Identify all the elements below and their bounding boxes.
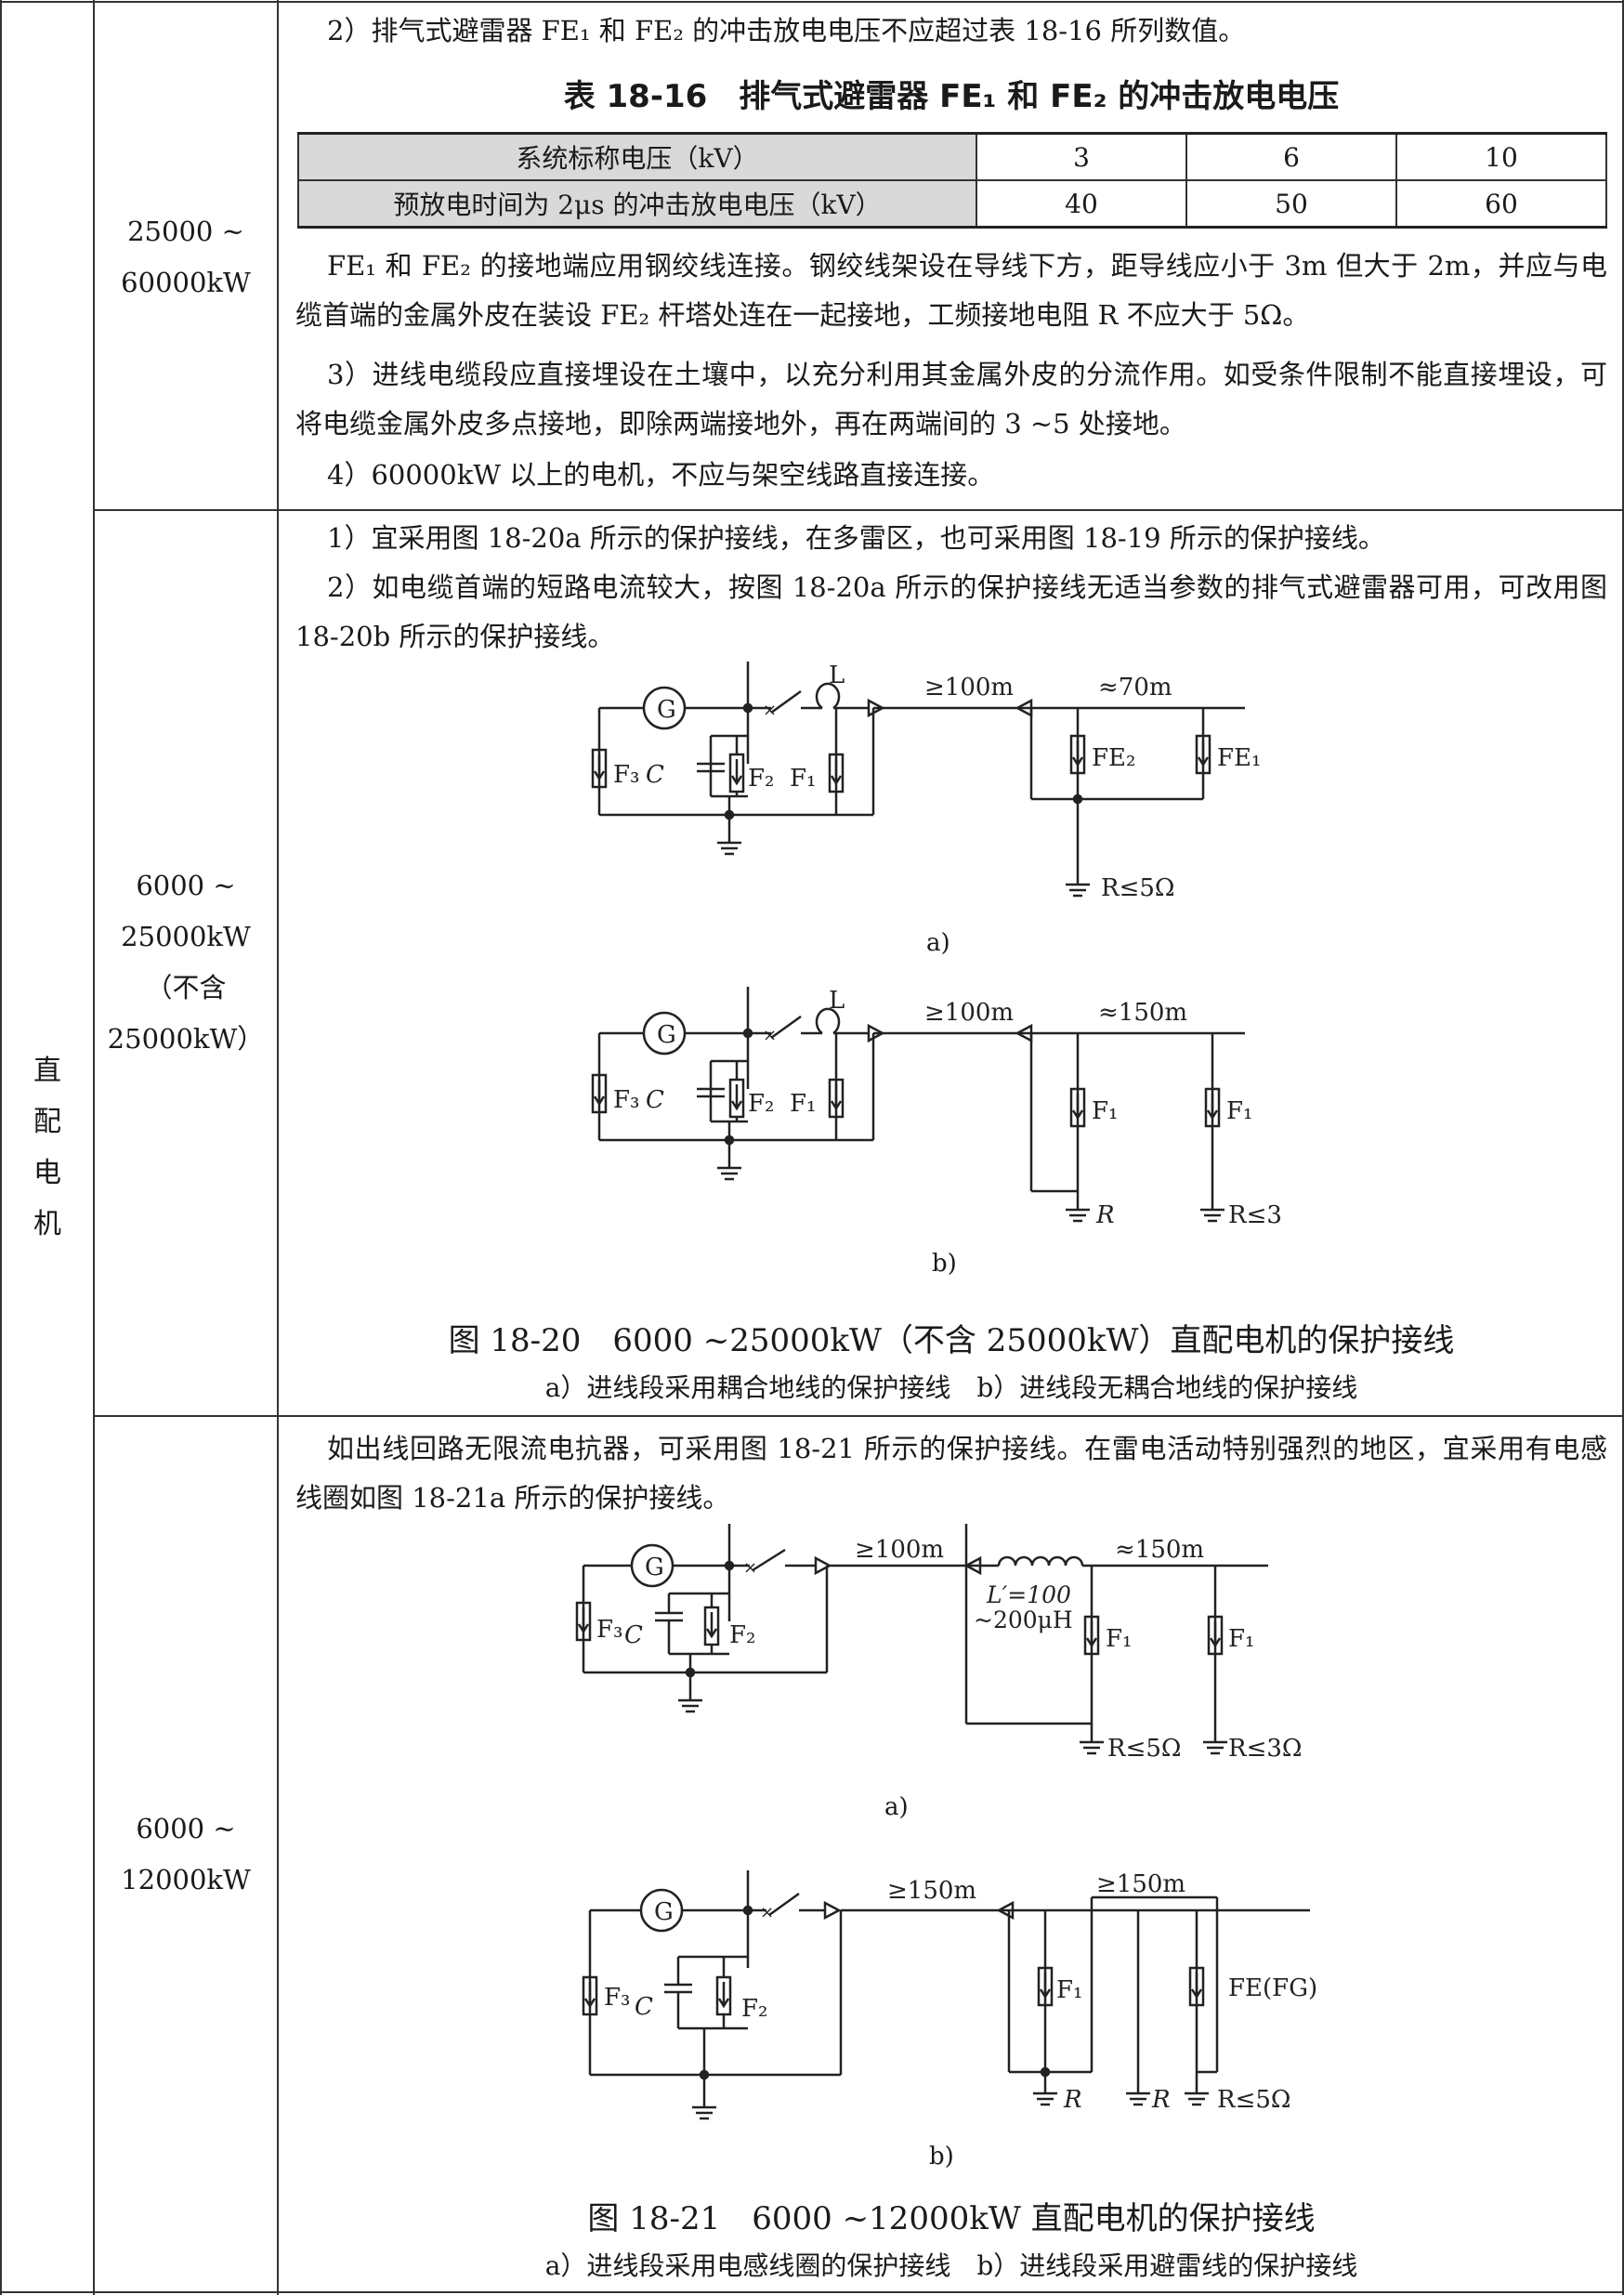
label-C: C: [646, 761, 664, 789]
capacity-row-1: 25000 ~ 60000kW: [121, 216, 251, 298]
row-divider-1: [93, 509, 1624, 511]
svg-text:×: ×: [763, 1026, 777, 1045]
figure-18-20b: G × L ≥100m ≈150m F₃ C F₂ F₁ F₁ R F₁ R≤3…: [591, 987, 1282, 1229]
label-G: G: [657, 1021, 676, 1049]
table-cell: 6: [1185, 132, 1397, 181]
label-distance: ≥150m: [1096, 1870, 1185, 1898]
capacity-row-2: 6000 ~ 25000kW （不含 25000kW）: [107, 870, 265, 1055]
label-F1: F₁: [790, 765, 816, 793]
label-F3: F₃: [613, 761, 639, 789]
frame-right: [1622, 0, 1624, 2295]
figure-18-20-subcaption: a）进线段采用耦合地线的保护接线 b）进线段无耦合地线的保护接线: [544, 1372, 1358, 1403]
section3-para-a: 如出线回路无限流电抗器，可采用图 18-21 所示的保护接线。在雷电活动特别强烈…: [295, 1433, 1607, 1514]
label-F2: F₂: [729, 1621, 755, 1649]
label-R: R≤5Ω: [1101, 874, 1174, 902]
figure-18-21b: G × F₃ C F₂ ≥150m F₁ R ≥150m R FE(FG): [582, 1870, 1317, 2120]
capacity-row-3: 6000 ~ 12000kW: [121, 1813, 251, 1895]
section1-para-b: 3）进线电缆段应直接埋设在土壤中，以充分利用其金属外皮的分流作用。如受条件限制不…: [295, 359, 1607, 439]
table-cell: 60: [1395, 179, 1607, 229]
table-cell: 40: [976, 179, 1187, 229]
table-row: 预放电时间为 2μs 的冲击放电电压（kV） 40 50 60: [297, 179, 1607, 229]
label-F2: F₂: [741, 1995, 767, 2023]
svg-text:×: ×: [760, 1903, 774, 1922]
label-Lprime-range: ~200μH: [974, 1606, 1073, 1633]
section2-para-b: 2）如电缆首端的短路电流较大，按图 18-20a 所示的保护接线无适当参数的排气…: [295, 571, 1607, 652]
figure-18-21a: G × F₃ C F₂ ≥100m ≈150m L′=100 ~200μH F₁…: [575, 1524, 1301, 1763]
label-L: L: [829, 662, 845, 689]
fig-18-21b-label: b): [929, 2143, 954, 2170]
section1-para-a: FE₁ 和 FE₂ 的接地端应用钢绞线连接。钢绞线架设在导线下方，距导线应小于 …: [295, 250, 1607, 331]
label-F2: F₂: [748, 1090, 774, 1118]
label-F1: F₁: [1056, 1976, 1082, 2004]
label-G: G: [657, 696, 676, 724]
label-F3: F₃: [613, 1086, 639, 1114]
label-R: R≤3Ω: [1228, 1201, 1282, 1229]
table-cell: 3: [976, 132, 1187, 181]
label-G: G: [645, 1554, 664, 1581]
label-R: R: [1063, 2086, 1082, 2114]
svg-text:×: ×: [743, 1558, 757, 1578]
table-cell: 预放电时间为 2μs 的冲击放电电压（kV）: [297, 179, 977, 229]
frame-bottom: [0, 2291, 1624, 2293]
label-C: C: [646, 1086, 664, 1114]
voltage-table: 系统标称电压（kV） 3 6 10 预放电时间为 2μs 的冲击放电电压（kV）…: [297, 132, 1607, 229]
section2-para-a: 1）宜采用图 18-20a 所示的保护接线，在多雷区，也可采用图 18-19 所…: [327, 522, 1385, 554]
label-R: R≤5Ω: [1107, 1735, 1181, 1763]
label-distance: ≥100m: [924, 999, 1014, 1027]
label-L: L: [829, 987, 845, 1015]
label-F1: F₁: [1228, 1625, 1254, 1653]
label-F3: F₃: [596, 1616, 622, 1644]
label-distance: ≥100m: [924, 674, 1014, 702]
figure-18-20a: G × L ≥100m ≈70m F₃ C F₂ F₁ FE₂ FE₁ R≤5Ω: [591, 662, 1261, 902]
label-Lprime: L′=100: [986, 1581, 1071, 1608]
label-FE1: FE₁: [1217, 744, 1261, 772]
frame-top: [0, 1, 1624, 3]
label-distance: ≥100m: [855, 1536, 944, 1564]
label-C: C: [635, 1993, 653, 2021]
label-F1: F₁: [790, 1090, 816, 1118]
category-label: 直 配 电 机: [33, 1055, 61, 1240]
table-cell: 系统标称电压（kV）: [297, 132, 977, 181]
label-R: R: [1095, 1201, 1115, 1229]
label-F3: F₃: [604, 1984, 630, 2012]
fig-18-20b-label: b): [932, 1250, 957, 1278]
label-C: C: [624, 1621, 643, 1649]
label-R: R≤3Ω: [1228, 1735, 1301, 1763]
svg-text:×: ×: [763, 701, 777, 720]
label-distance: ≥150m: [887, 1877, 976, 1905]
row-divider-2: [93, 1415, 1624, 1417]
label-FE-FG: FE(FG): [1228, 1974, 1317, 2002]
label-F1: F₁: [1226, 1097, 1252, 1125]
label-F1: F₁: [1106, 1625, 1132, 1653]
figure-18-20-caption: 图 18-20 6000 ~25000kW（不含 25000kW）直配电机的保护…: [448, 1322, 1455, 1359]
figure-18-21-subcaption: a）进线段采用电感线圈的保护接线 b）进线段采用避雷线的保护接线: [544, 2250, 1358, 2281]
label-distance: ≈150m: [1115, 1536, 1204, 1564]
label-R: R≤5Ω: [1217, 2086, 1290, 2114]
label-FE2: FE₂: [1092, 744, 1135, 772]
frame-col1: [93, 0, 95, 2295]
frame-col2: [277, 0, 279, 2295]
label-distance: ≈70m: [1098, 674, 1172, 702]
table-cell: 10: [1395, 132, 1607, 181]
label-G: G: [654, 1898, 674, 1926]
table-cell: 50: [1185, 179, 1397, 229]
fig-18-21a-label: a): [884, 1793, 909, 1821]
fig-18-20a-label: a): [926, 929, 950, 957]
label-R: R: [1151, 2086, 1171, 2114]
label-distance: ≈150m: [1098, 999, 1187, 1027]
section1-para-c: 4）60000kW 以上的电机，不应与架空线路直接连接。: [327, 459, 995, 491]
table-row: 系统标称电压（kV） 3 6 10: [297, 132, 1607, 181]
label-F1: F₁: [1092, 1097, 1118, 1125]
table-title: 表 18-16 排气式避雷器 FE₁ 和 FE₂ 的冲击放电电压: [563, 78, 1340, 115]
frame-left: [0, 0, 2, 2295]
figure-18-21-caption: 图 18-21 6000 ~12000kW 直配电机的保护接线: [587, 2200, 1316, 2237]
label-F2: F₂: [748, 765, 774, 793]
section1-intro: 2）排气式避雷器 FE₁ 和 FE₂ 的冲击放电电压不应超过表 18-16 所列…: [327, 15, 1246, 46]
